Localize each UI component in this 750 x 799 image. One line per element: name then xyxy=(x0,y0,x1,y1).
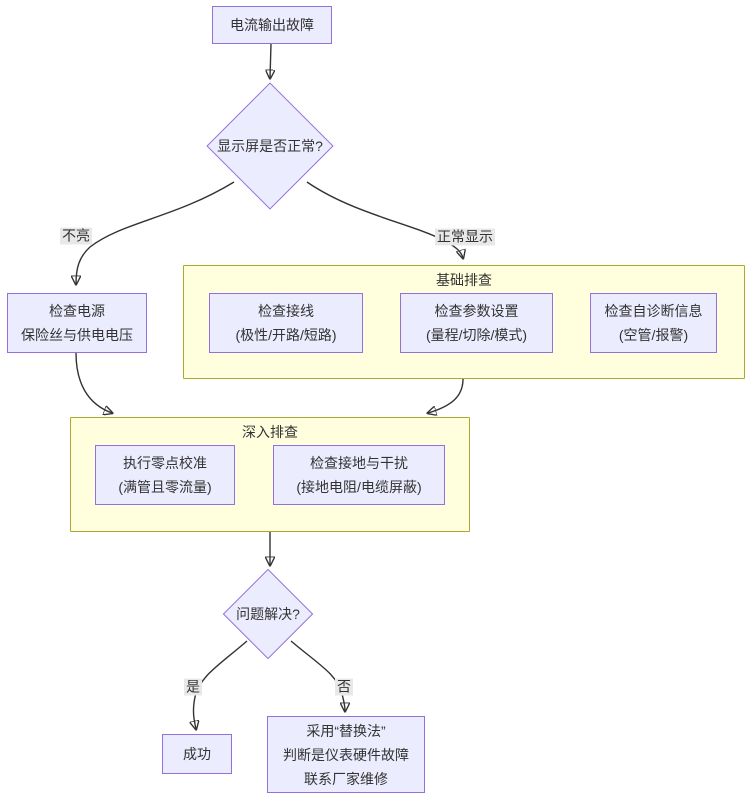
node-check-power-line1: 检查电源 xyxy=(49,303,105,319)
node-check-wiring-line1: 检查接线 xyxy=(258,303,314,319)
edge-display-check-to-basic-cluster xyxy=(306,181,463,258)
node-replace-line2: 判断是仪表硬件故障 xyxy=(283,746,409,763)
node-display-check-label: 显示屏是否正常? xyxy=(217,138,323,154)
edge-solved-check-to-replace xyxy=(290,640,345,711)
edge-basic-cluster-to-deep-cluster xyxy=(428,378,464,413)
node-start-label: 电流输出故障 xyxy=(230,17,314,33)
node-zero-cal-line2: (满管且零流量) xyxy=(118,479,212,495)
node-check-ground: 检查接地与干扰 (接地电阻/电缆屏蔽) xyxy=(273,445,445,505)
node-check-diag-line2: (空管/报警) xyxy=(618,327,689,343)
node-check-diag-line1: 检查自诊断信息 xyxy=(604,303,703,319)
edge-label-normal-display: 正常显示 xyxy=(435,228,495,246)
node-start: 电流输出故障 xyxy=(212,6,332,44)
node-check-wiring-line2: (极性/开路/短路) xyxy=(235,327,337,343)
node-replace: 采用“替换法” 判断是仪表硬件故障 联系厂家维修 xyxy=(267,716,425,793)
node-check-ground-line1: 检查接地与干扰 xyxy=(310,455,408,471)
node-check-params: 检查参数设置 (量程/切除/模式) xyxy=(400,293,553,353)
node-solved-check-label: 问题解决? xyxy=(236,606,300,622)
node-success-label: 成功 xyxy=(183,746,211,762)
node-check-wiring: 检查接线 (极性/开路/短路) xyxy=(209,293,363,353)
node-check-ground-line2: (接地电阻/电缆屏蔽) xyxy=(296,479,422,495)
node-check-power: 检查电源 保险丝与供电电压 xyxy=(7,293,147,353)
edge-label-no: 否 xyxy=(335,678,353,696)
cluster-basic-title: 基础排查 xyxy=(436,272,492,288)
edge-label-yes: 是 xyxy=(184,678,202,696)
node-replace-line3: 联系厂家维修 xyxy=(304,770,388,787)
node-check-params-line1: 检查参数设置 xyxy=(434,303,519,319)
node-success: 成功 xyxy=(162,734,232,774)
node-check-params-line2: (量程/切除/模式) xyxy=(425,327,528,343)
node-zero-cal-line1: 执行零点校准 xyxy=(123,455,207,471)
edge-label-not-lit: 不亮 xyxy=(60,227,92,245)
node-zero-cal: 执行零点校准 (满管且零流量) xyxy=(95,445,235,505)
edge-start-to-display-check xyxy=(270,43,271,78)
cluster-deep-title: 深入排查 xyxy=(242,424,298,440)
edge-check-power-to-deep-cluster xyxy=(75,352,112,413)
node-check-power-line2: 保险丝与供电电压 xyxy=(21,327,133,343)
node-replace-line1: 采用“替换法” xyxy=(306,722,386,739)
node-check-diag: 检查自诊断信息 (空管/报警) xyxy=(590,293,717,353)
